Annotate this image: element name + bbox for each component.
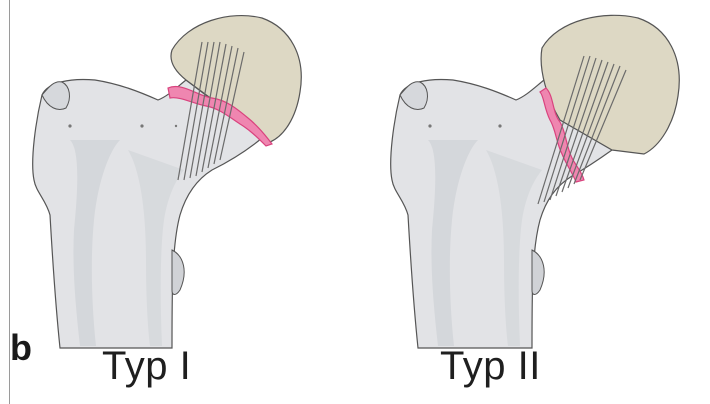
- lesser-trochanter-1: [172, 250, 184, 295]
- lesser-trochanter-2: [532, 250, 544, 295]
- panel-letter: b: [10, 330, 32, 366]
- caption-type-2: Typ II: [440, 346, 541, 386]
- femur-type-2: [391, 15, 680, 348]
- femur-type-1: [33, 16, 302, 348]
- caption-type-1: Typ I: [102, 346, 191, 386]
